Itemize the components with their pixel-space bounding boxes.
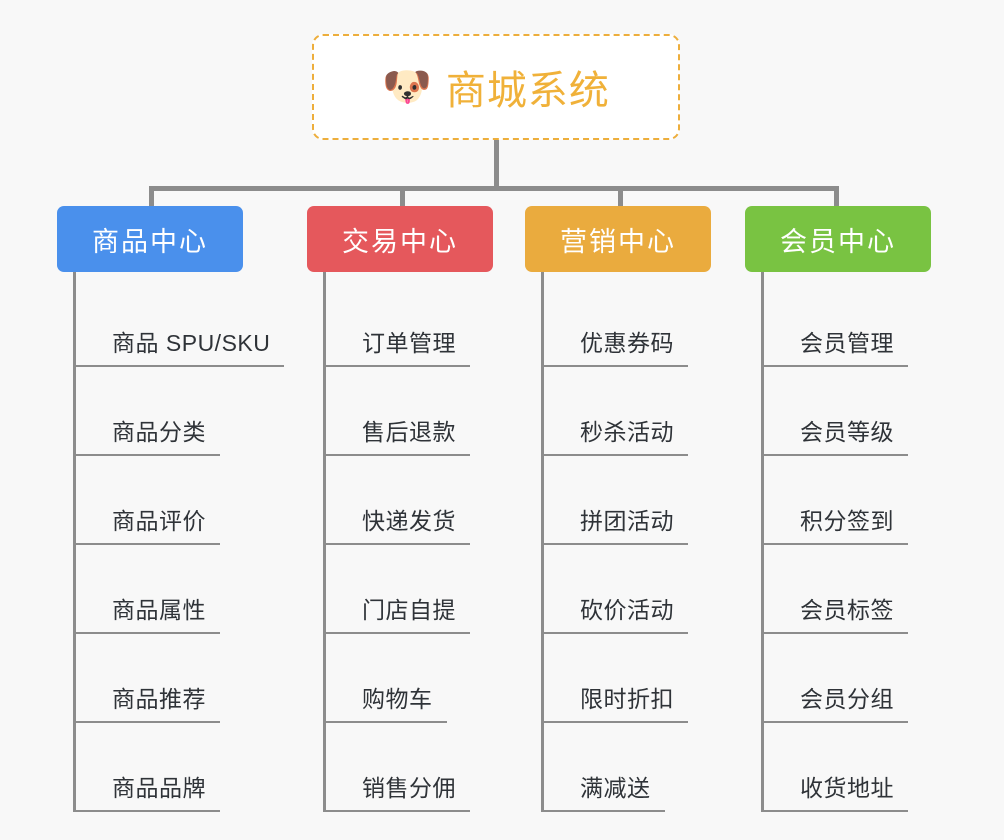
list-item[interactable]: 限时折扣 [544,634,711,723]
leaf-label: 砍价活动 [580,597,674,623]
list-item[interactable]: 商品推荐 [76,634,284,723]
connector-drop-3 [618,190,623,212]
list-item[interactable]: 收货地址 [764,723,931,812]
list-item[interactable]: 会员等级 [764,367,931,456]
list-item[interactable]: 满减送 [544,723,711,812]
leaf-label: 商品 SPU/SKU [112,330,271,356]
list-item[interactable]: 会员管理 [764,278,931,367]
leaf-label: 订单管理 [362,330,456,356]
list-item[interactable]: 销售分佣 [326,723,493,812]
leaf-label: 售后退款 [362,419,456,445]
leaf-label: 满减送 [580,775,651,801]
leaf-label: 优惠券码 [580,330,674,356]
leaf-label: 秒杀活动 [580,419,674,445]
category-column-3: 营销中心 优惠券码 秒杀活动 拼团活动 砍价活动 限时折扣 满减送 [525,206,711,812]
category-header-label-2: 交易中心 [342,226,458,257]
list-item[interactable]: 订单管理 [326,278,493,367]
list-item[interactable]: 拼团活动 [544,456,711,545]
leaf-label: 商品评价 [112,508,206,534]
leaf-label: 销售分佣 [362,775,456,801]
leaf-label: 积分签到 [800,508,894,534]
leaf-label: 快递发货 [362,508,456,534]
list-item[interactable]: 商品属性 [76,545,284,634]
category-header-label-3: 营销中心 [560,226,676,257]
category-header-3[interactable]: 营销中心 [525,206,711,272]
list-item[interactable]: 会员分组 [764,634,931,723]
leaf-label: 拼团活动 [580,508,674,534]
category-header-label-4: 会员中心 [780,226,896,257]
leaf-label: 门店自提 [362,597,456,623]
list-item[interactable]: 积分签到 [764,456,931,545]
leaf-label: 商品属性 [112,597,206,623]
leaf-list-3: 优惠券码 秒杀活动 拼团活动 砍价活动 限时折扣 满减送 [541,272,711,812]
category-column-1: 商品中心 商品 SPU/SKU 商品分类 商品评价 商品属性 商品推荐 商品品牌 [57,206,285,812]
category-column-4: 会员中心 会员管理 会员等级 积分签到 会员标签 会员分组 收货地址 [745,206,931,812]
list-item[interactable]: 商品分类 [76,367,284,456]
connector-root-stem [494,140,499,190]
connector-drop-2 [400,190,405,212]
category-header-2[interactable]: 交易中心 [307,206,493,272]
list-item[interactable]: 售后退款 [326,367,493,456]
leaf-list-4: 会员管理 会员等级 积分签到 会员标签 会员分组 收货地址 [761,272,931,812]
category-header-4[interactable]: 会员中心 [745,206,931,272]
category-header-1[interactable]: 商品中心 [57,206,243,272]
leaf-label: 限时折扣 [580,686,674,712]
leaf-label: 会员管理 [800,330,894,356]
shiba-dog-icon: 🐶 [382,65,432,109]
category-column-2: 交易中心 订单管理 售后退款 快递发货 门店自提 购物车 销售分佣 [307,206,493,812]
list-item[interactable]: 砍价活动 [544,545,711,634]
connector-horizontal-bar [149,186,839,191]
leaf-label: 会员分组 [800,686,894,712]
leaf-label: 购物车 [362,686,433,712]
list-item[interactable]: 商品 SPU/SKU [76,278,285,367]
leaf-label: 商品品牌 [112,775,206,801]
leaf-label: 商品推荐 [112,686,206,712]
leaf-label: 收货地址 [800,775,894,801]
leaf-list-2: 订单管理 售后退款 快递发货 门店自提 购物车 销售分佣 [323,272,493,812]
list-item[interactable]: 会员标签 [764,545,931,634]
list-item[interactable]: 优惠券码 [544,278,711,367]
leaf-list-1: 商品 SPU/SKU 商品分类 商品评价 商品属性 商品推荐 商品品牌 [73,272,285,812]
list-item[interactable]: 商品品牌 [76,723,284,812]
root-title: 商城系统 [445,69,610,113]
leaf-label: 会员等级 [800,419,894,445]
list-item[interactable]: 商品评价 [76,456,284,545]
connector-drop-4 [834,190,839,212]
category-header-label-1: 商品中心 [92,226,208,257]
leaf-label: 会员标签 [800,597,894,623]
list-item[interactable]: 门店自提 [326,545,493,634]
list-item[interactable]: 快递发货 [326,456,493,545]
list-item[interactable]: 秒杀活动 [544,367,711,456]
root-node[interactable]: 🐶 商城系统 [312,34,680,140]
list-item[interactable]: 购物车 [326,634,493,723]
connector-drop-1 [149,190,154,212]
leaf-label: 商品分类 [112,419,206,445]
